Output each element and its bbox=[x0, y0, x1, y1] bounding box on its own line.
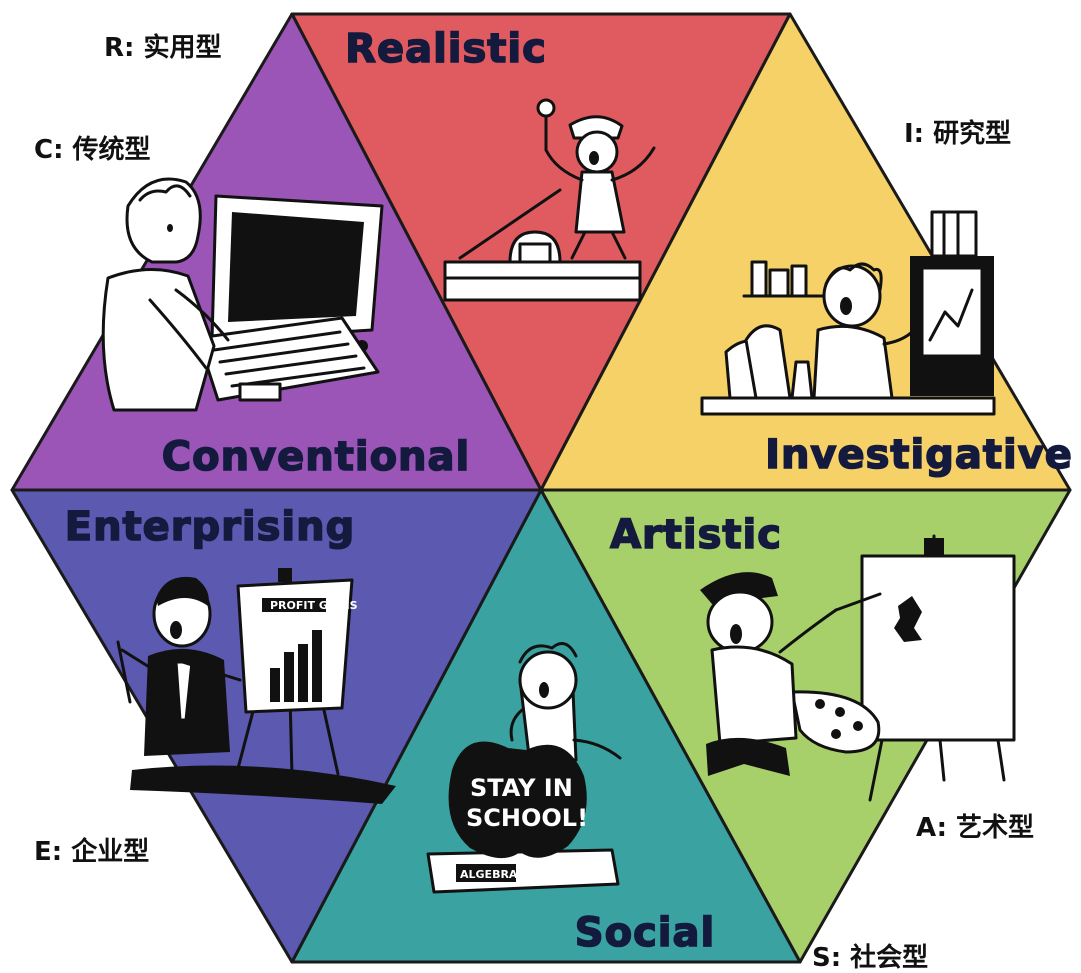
apple-line-1: STAY IN bbox=[470, 774, 573, 802]
label-a: A: 艺术型 bbox=[916, 813, 1034, 843]
label-s: S: 社会型 bbox=[812, 942, 928, 973]
scientist-at-lab-bench-illustration bbox=[700, 210, 996, 416]
painter-at-easel-illustration bbox=[700, 534, 1016, 802]
engineer-at-workbench-illustration bbox=[443, 98, 656, 302]
student-with-apple-illustration: ALGEBRA STAY IN SCHOOL! bbox=[426, 642, 622, 894]
label-r: R: 实用型 bbox=[104, 32, 221, 63]
label-c: C: 传统型 bbox=[34, 134, 151, 165]
woman-at-computer-illustration bbox=[101, 177, 384, 412]
sector-titles: Realistic Investigative Conventional Ent… bbox=[64, 25, 1073, 957]
corner-labels: R: 实用型 C: 传统型 I: 研究型 E: 企业型 A: 艺术型 S: 社会… bbox=[34, 32, 1034, 973]
title-enterprising: Enterprising bbox=[65, 504, 355, 550]
label-i: I: 研究型 bbox=[904, 118, 1011, 149]
title-artistic: Artistic bbox=[610, 512, 782, 558]
title-conventional: Conventional bbox=[162, 434, 470, 480]
book-spine-label: ALGEBRA bbox=[460, 868, 518, 881]
apple-line-2: SCHOOL! bbox=[466, 804, 588, 832]
title-realistic: Realistic bbox=[345, 26, 547, 72]
label-e: E: 企业型 bbox=[34, 836, 149, 867]
title-investigative: Investigative bbox=[765, 432, 1073, 478]
title-social: Social bbox=[575, 910, 715, 956]
businessman-with-chart-illustration: PROFIT GAINS bbox=[116, 568, 396, 804]
chart-board-label: PROFIT GAINS bbox=[270, 599, 358, 612]
